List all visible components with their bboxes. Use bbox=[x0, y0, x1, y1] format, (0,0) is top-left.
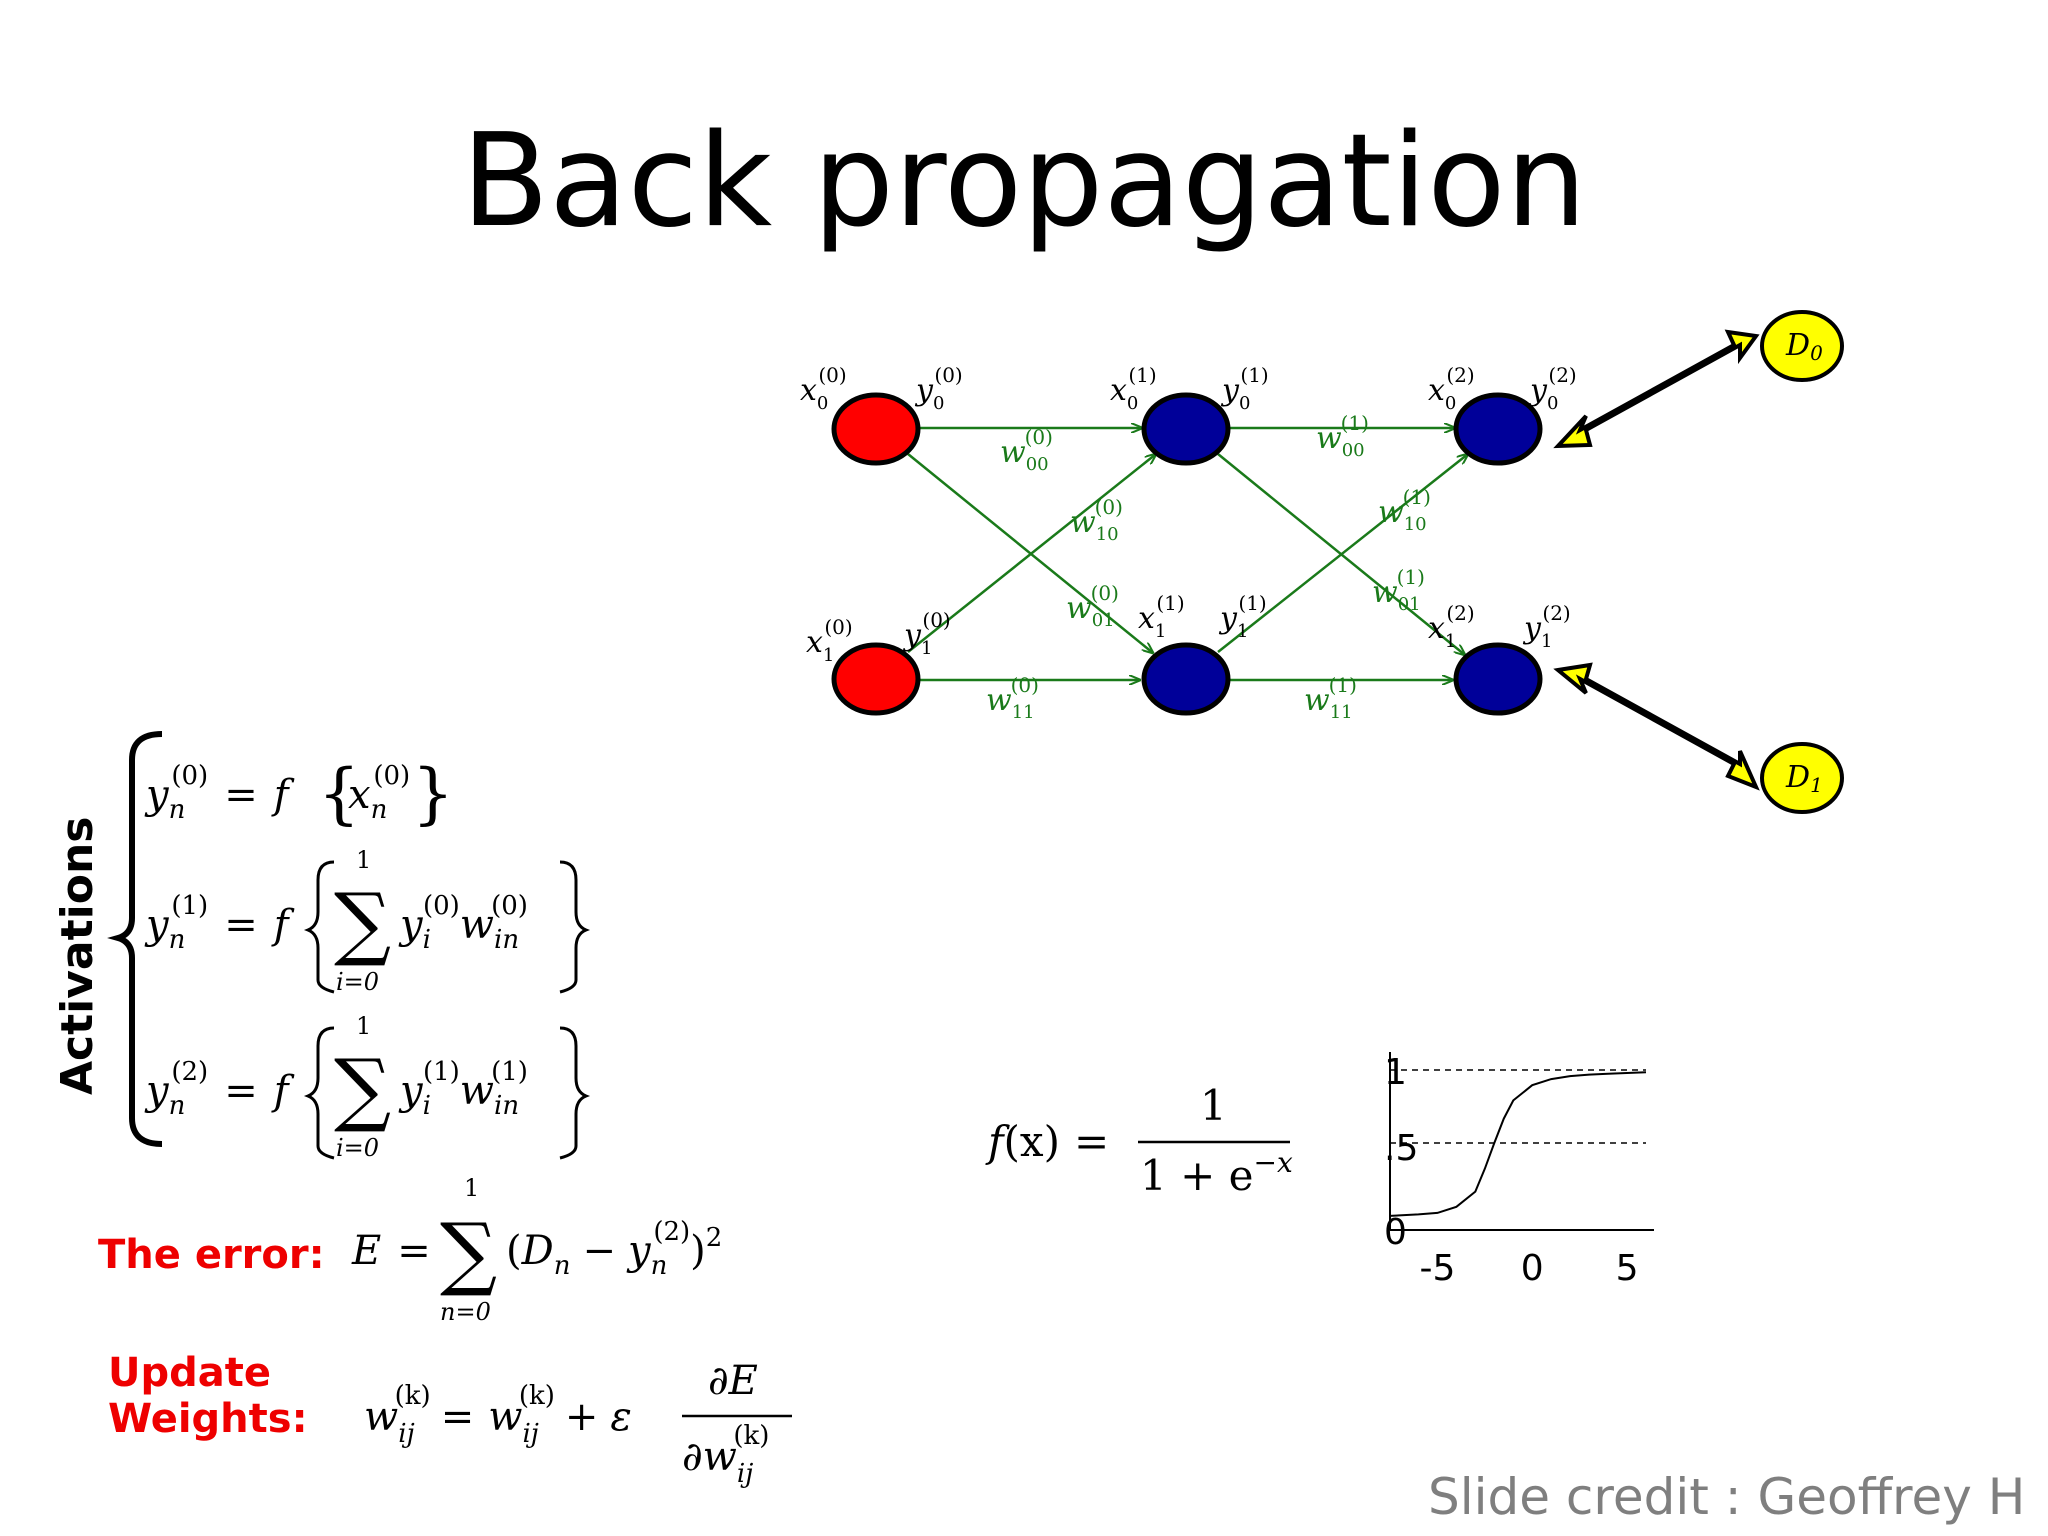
edge-w10-0 bbox=[907, 454, 1156, 653]
update-label-line2: Weights: bbox=[108, 1396, 308, 1442]
label-y1-2: y1(2) bbox=[1522, 601, 1571, 652]
activation-eq-2-sigma: ∑ bbox=[334, 1042, 391, 1135]
update-numerator: ∂E bbox=[708, 1358, 758, 1404]
error-equation: E= 1 ∑ n=0 (Dn−yn(2))2 bbox=[351, 1174, 722, 1326]
label-y1-1: y1(1) bbox=[1218, 591, 1267, 642]
node-output-1 bbox=[1453, 642, 1543, 716]
label-y0-2: y0(2) bbox=[1528, 363, 1577, 414]
sigmoid-chart: -5 0 5 0 .5 1 bbox=[1384, 1052, 1654, 1289]
activation-eq-2-brace-close bbox=[559, 1026, 591, 1160]
error-arrow-top bbox=[1553, 329, 1760, 449]
label-x0-1: x0(1) bbox=[1110, 363, 1157, 414]
weight-label-w11-1: w11(1) bbox=[1304, 673, 1357, 723]
sigmoid-equation: f(x)= 1 1 + e−x bbox=[985, 1081, 1293, 1200]
label-x0-2: x0(2) bbox=[1428, 363, 1475, 414]
target-label-d1: D1 bbox=[1785, 760, 1823, 797]
weight-label-w10-1: w10(1) bbox=[1378, 485, 1431, 535]
sigmoid-curve bbox=[1389, 1071, 1647, 1217]
error-sum-bottom: n=0 bbox=[440, 1298, 491, 1326]
error-sum-top: 1 bbox=[464, 1174, 479, 1202]
chart-x-tick-label: 5 bbox=[1616, 1248, 1639, 1289]
activation-eq-1-brace-close bbox=[559, 860, 591, 994]
chart-y-tick-label: .5 bbox=[1384, 1128, 1418, 1169]
chart-x-tick-label: -5 bbox=[1419, 1248, 1455, 1289]
error-sigma: ∑ bbox=[440, 1206, 497, 1299]
node-input-0 bbox=[831, 392, 921, 466]
activation-eq-1-sum-top: 1 bbox=[356, 846, 371, 874]
update-label-line1: Update bbox=[108, 1350, 271, 1396]
label-x1-2: x1(2) bbox=[1428, 601, 1475, 652]
activation-eq-2-brace-open bbox=[303, 1026, 335, 1160]
sigmoid-denominator: 1 + e−x bbox=[1140, 1146, 1293, 1200]
activation-eq-0: yn(0)=f bbox=[144, 761, 295, 825]
activation-eq-1-sigma: ∑ bbox=[334, 876, 391, 969]
activation-eq-2: yn(2)=f bbox=[144, 1057, 295, 1121]
slide-title: Back propagation bbox=[461, 107, 1587, 256]
network-diagram: D0 D1 x0(0) y0(0) x1(0) y1(0) x0(1) y0(1… bbox=[800, 310, 1844, 814]
weight-label-w00-0: w00(0) bbox=[1000, 425, 1053, 475]
node-hidden-0 bbox=[1141, 392, 1231, 466]
update-equation: wij(k)=wij(k)+ε ∂E ∂wij(k) bbox=[364, 1358, 792, 1489]
activation-eq-1-term: yi(0)win(0) bbox=[398, 891, 528, 955]
activation-eq-2-sum-top: 1 bbox=[356, 1012, 371, 1040]
node-input-1 bbox=[831, 642, 921, 716]
activation-eq-0-brace-open: { bbox=[318, 755, 360, 832]
update-lhs: wij(k)=wij(k)+ε bbox=[364, 1381, 632, 1449]
error-rhs: (Dn−yn(2))2 bbox=[506, 1217, 722, 1281]
node-output-0 bbox=[1453, 392, 1543, 466]
label-y1-0: y1(0) bbox=[902, 608, 951, 659]
weight-label-w11-0: w11(0) bbox=[986, 673, 1039, 723]
label-y0-1: y0(1) bbox=[1220, 363, 1269, 414]
activation-eq-1: yn(1)=f bbox=[144, 891, 295, 955]
chart-y-tick-label: 0 bbox=[1384, 1212, 1407, 1253]
chart-x-tick-label: 0 bbox=[1521, 1248, 1544, 1289]
error-label: The error: bbox=[98, 1232, 325, 1278]
update-label: Update Weights: bbox=[108, 1350, 308, 1442]
label-x1-1: x1(1) bbox=[1138, 591, 1185, 642]
activations-label: Activations bbox=[52, 817, 103, 1095]
update-denominator: ∂wij(k) bbox=[682, 1421, 769, 1489]
label-x0-0: x0(0) bbox=[800, 363, 847, 414]
node-hidden-1 bbox=[1141, 642, 1231, 716]
node-target-0 bbox=[1760, 310, 1844, 382]
activation-eq-1-sum-bottom: i=0 bbox=[336, 968, 379, 996]
edge-w10-1 bbox=[1217, 454, 1468, 653]
target-label-d0: D0 bbox=[1785, 328, 1823, 365]
weight-label-w01-1: w01(1) bbox=[1372, 565, 1425, 615]
slide-credit: Slide credit : Geoffrey H bbox=[1428, 1468, 2026, 1526]
weight-label-w01-0: w01(0) bbox=[1066, 581, 1119, 631]
weight-label-w10-0: w10(0) bbox=[1070, 495, 1123, 545]
activation-eq-0-arg: xn(0) bbox=[348, 761, 410, 825]
activations-brace bbox=[107, 731, 163, 1147]
sigmoid-numerator: 1 bbox=[1200, 1081, 1227, 1130]
activation-eq-2-sum-bottom: i=0 bbox=[336, 1134, 379, 1162]
error-lhs: E= bbox=[351, 1228, 431, 1274]
sigmoid-lhs: f(x)= bbox=[985, 1117, 1109, 1166]
weight-label-w00-1: w00(1) bbox=[1316, 411, 1369, 461]
label-y0-0: y0(0) bbox=[914, 363, 963, 414]
error-arrow-bottom bbox=[1553, 662, 1760, 791]
activation-eq-2-term: yi(1)win(1) bbox=[398, 1057, 528, 1121]
activation-eq-0-brace-close: } bbox=[412, 755, 454, 832]
activation-eq-1-brace-open bbox=[303, 860, 335, 994]
chart-y-tick-label: 1 bbox=[1384, 1052, 1407, 1093]
activations-block: Activations yn(0)=f { xn(0) } yn(1)=f 1 … bbox=[52, 731, 591, 1162]
node-target-1 bbox=[1760, 742, 1844, 814]
label-x1-0: x1(0) bbox=[806, 615, 853, 666]
